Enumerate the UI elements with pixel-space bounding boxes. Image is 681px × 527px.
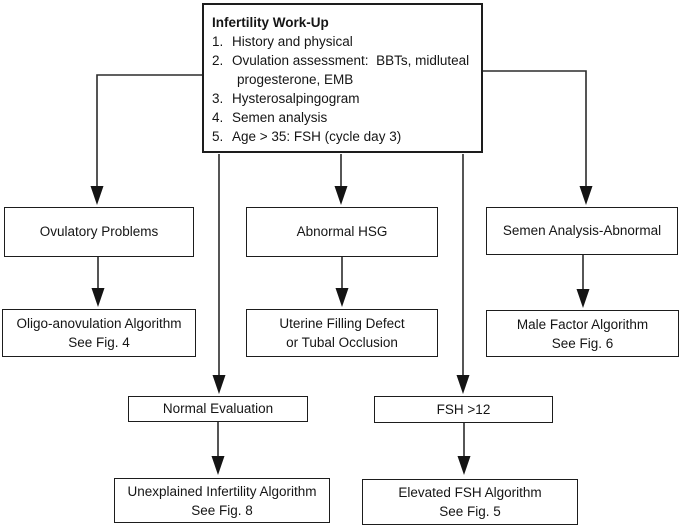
- node-label-line2: or Tubal Occlusion: [286, 335, 398, 350]
- node-elevated-fsh-algorithm: Elevated FSH Algorithm See Fig. 5: [362, 479, 578, 525]
- node-label-line2: See Fig. 4: [68, 335, 130, 350]
- node-male-factor-algorithm: Male Factor Algorithm See Fig. 6: [486, 310, 679, 357]
- step-text: Ovulation assessment: BBTs, midluteal pro…: [232, 51, 469, 89]
- workup-step-1: 1. History and physical: [212, 32, 473, 51]
- arrowhead-to-semen: [579, 186, 593, 205]
- node-normal-evaluation: Normal Evaluation: [128, 396, 308, 422]
- arrowhead-to-unexplained: [211, 456, 225, 475]
- step-text-line1: Ovulation assessment: BBTs, midluteal: [232, 53, 470, 68]
- workup-step-5: 5. Age > 35: FSH (cycle day 3): [212, 127, 473, 146]
- node-label-line1: Oligo-anovulation Algorithm: [16, 316, 182, 331]
- node-uterine-filling-defect: Uterine Filling Defect or Tubal Occlusio…: [246, 309, 438, 357]
- node-label-line2: See Fig. 8: [191, 502, 253, 518]
- node-ovulatory-problems: Ovulatory Problems: [4, 207, 194, 257]
- node-label: Abnormal HSG: [296, 224, 388, 239]
- step-text-line2: progesterone, EMB: [237, 72, 354, 87]
- arrowhead-to-hsg: [334, 186, 348, 205]
- arrowhead-to-uterine: [335, 288, 349, 307]
- step-number: 3.: [212, 91, 224, 106]
- connector-root-to-semen: [483, 70, 587, 187]
- node-label: Semen Analysis-Abnormal: [502, 223, 662, 238]
- node-abnormal-hsg: Abnormal HSG: [246, 207, 438, 257]
- node-label-line2: See Fig. 5: [439, 504, 501, 519]
- arrowhead-to-elevated: [457, 456, 471, 475]
- arrowhead-to-normal-evaluation: [212, 375, 226, 394]
- infertility-workup-box: Infertility Work-Up 1. History and physi…: [202, 3, 483, 153]
- step-number: 2.: [212, 53, 224, 68]
- workup-step-3: 3. Hysterosalpingogram: [212, 89, 473, 108]
- node-label-line1: Unexplained Infertility Algorithm: [127, 483, 317, 499]
- workup-step-4: 4. Semen analysis: [212, 108, 473, 127]
- node-oligo-anovulation-algorithm: Oligo-anovulation Algorithm See Fig. 4: [2, 309, 196, 357]
- workup-title: Infertility Work-Up: [212, 15, 329, 30]
- node-label-line1: Uterine Filling Defect: [279, 316, 405, 331]
- step-text: History and physical: [232, 34, 353, 49]
- arrowhead-to-fsh12: [456, 375, 470, 394]
- step-text: Age > 35: FSH (cycle day 3): [232, 129, 402, 144]
- node-label: Ovulatory Problems: [39, 224, 159, 239]
- arrowhead-to-ovulatory: [90, 186, 104, 205]
- node-label-line1: Male Factor Algorithm: [516, 316, 649, 332]
- step-number: 4.: [212, 110, 224, 125]
- node-label: Normal Evaluation: [162, 401, 274, 416]
- node-unexplained-infertility-algorithm: Unexplained Infertility Algorithm See Fi…: [114, 478, 330, 523]
- node-label-line2: See Fig. 6: [551, 335, 614, 351]
- arrowhead-to-oligo: [91, 288, 105, 307]
- node-label: FSH >12: [436, 401, 491, 417]
- connector-root-to-ovulatory: [96, 74, 202, 187]
- arrowhead-to-male-factor: [576, 289, 590, 308]
- node-fsh-gt-12: FSH >12: [374, 396, 553, 423]
- step-number: 1.: [212, 34, 224, 49]
- node-semen-analysis-abnormal: Semen Analysis-Abnormal: [486, 207, 678, 255]
- step-number: 5.: [212, 129, 224, 144]
- node-label-line1: Elevated FSH Algorithm: [398, 485, 542, 500]
- step-text: Semen analysis: [232, 110, 328, 125]
- workup-step-2: 2. Ovulation assessment: BBTs, midluteal…: [212, 51, 473, 89]
- step-text: Hysterosalpingogram: [232, 91, 360, 106]
